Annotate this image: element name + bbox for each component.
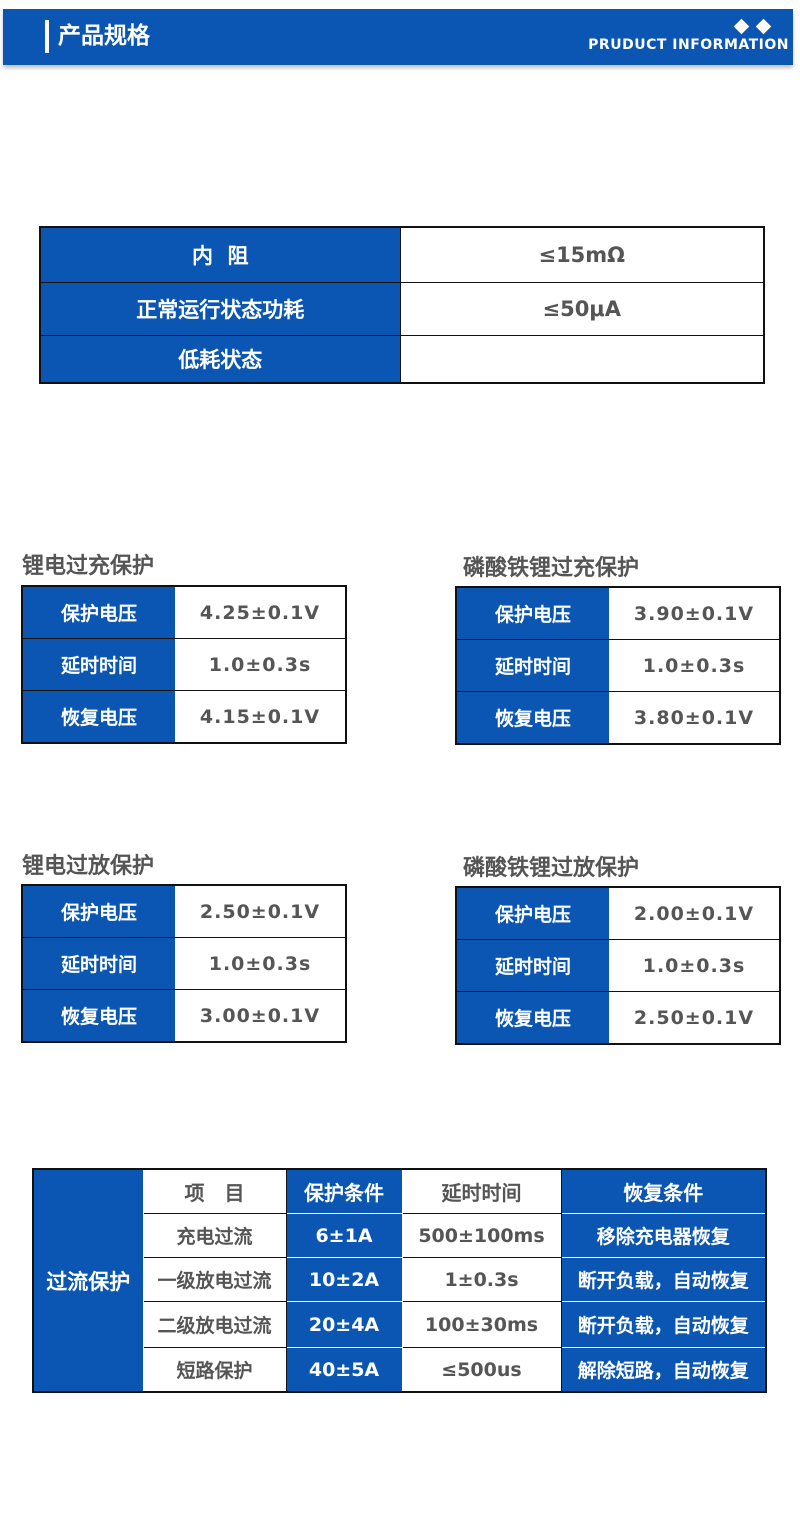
column-header: 延时时间 <box>401 1168 562 1214</box>
param-label: 恢复电压 <box>456 991 609 1044</box>
spec-label: 正常运行状态功耗 <box>40 282 400 336</box>
item-cell: 充电过流 <box>142 1213 287 1258</box>
param-label: 恢复电压 <box>22 690 175 743</box>
section-title: 锂电过充保护 <box>22 554 155 579</box>
recovery-cell: 解除短路，自动恢复 <box>560 1347 767 1393</box>
delay-cell: 100±30ms <box>401 1301 562 1348</box>
spec-value: ≤15mΩ <box>399 227 764 283</box>
column-header: 恢复条件 <box>560 1168 767 1214</box>
item-cell: 短路保护 <box>142 1347 287 1393</box>
delay-cell: 1±0.3s <box>401 1257 562 1302</box>
param-value: 4.25±0.1V <box>175 586 346 639</box>
table-row: 一级放电过流 10±2A 1±0.3s 断开负载，自动恢复 <box>33 1257 767 1302</box>
spec-table: 内 阻 ≤15mΩ 正常运行状态功耗 ≤50μA 低耗状态 <box>39 226 765 384</box>
param-label: 恢复电压 <box>456 691 609 744</box>
param-label: 恢复电压 <box>22 989 175 1042</box>
table-row: 内 阻 ≤15mΩ <box>40 227 764 283</box>
param-label: 保护电压 <box>456 887 609 940</box>
section-header: 产品规格 PRUDUCT INFORMATION <box>3 9 793 65</box>
param-value: 1.0±0.3s <box>609 639 780 692</box>
overcurrent-table: 过流保护 项 目 保护条件 延时时间 恢复条件 充电过流 6±1A 500±10… <box>32 1168 767 1393</box>
item-cell: 二级放电过流 <box>142 1301 287 1348</box>
param-value: 4.15±0.1V <box>175 690 346 743</box>
overcurrent-title: 过流保护 <box>32 1168 144 1393</box>
spec-value: ≤50μA <box>399 282 764 336</box>
param-value: 1.0±0.3s <box>175 937 346 990</box>
param-label: 延时时间 <box>456 639 609 692</box>
condition-cell: 40±5A <box>285 1347 403 1393</box>
param-label: 延时时间 <box>22 937 175 990</box>
table-row: 低耗状态 <box>40 335 764 383</box>
param-value: 3.80±0.1V <box>609 691 780 744</box>
table-row: 充电过流 6±1A 500±100ms 移除充电器恢复 <box>33 1213 767 1258</box>
condition-cell: 6±1A <box>285 1213 403 1258</box>
param-label: 保护电压 <box>22 586 175 639</box>
param-value: 1.0±0.3s <box>175 638 346 691</box>
spec-value <box>399 335 764 383</box>
param-label: 延时时间 <box>22 638 175 691</box>
param-value: 1.0±0.3s <box>609 939 780 992</box>
section-title: 磷酸铁锂过充保护 <box>463 556 640 581</box>
recovery-cell: 移除充电器恢复 <box>560 1213 767 1258</box>
column-header: 保护条件 <box>285 1168 403 1214</box>
column-header: 项 目 <box>142 1168 287 1214</box>
delay-cell: 500±100ms <box>401 1213 562 1258</box>
condition-cell: 10±2A <box>285 1257 403 1302</box>
param-label: 保护电压 <box>456 587 609 640</box>
diamond-icon <box>733 18 750 35</box>
param-value: 2.50±0.1V <box>609 991 780 1044</box>
param-value: 2.50±0.1V <box>175 885 346 938</box>
param-value: 3.90±0.1V <box>609 587 780 640</box>
param-value: 2.00±0.1V <box>609 887 780 940</box>
table-row: 正常运行状态功耗 ≤50μA <box>40 282 764 336</box>
page-subtitle: PRUDUCT INFORMATION <box>588 37 789 53</box>
item-cell: 一级放电过流 <box>142 1257 287 1302</box>
recovery-cell: 断开负载，自动恢复 <box>560 1301 767 1348</box>
header-accent-bar <box>45 20 49 53</box>
table-row: 二级放电过流 20±4A 100±30ms 断开负载，自动恢复 <box>33 1301 767 1348</box>
spec-label: 内 阻 <box>40 227 400 283</box>
param-value: 3.00±0.1V <box>175 989 346 1042</box>
spec-label: 低耗状态 <box>40 335 400 383</box>
table-row: 短路保护 40±5A ≤500us 解除短路，自动恢复 <box>33 1347 767 1393</box>
condition-cell: 20±4A <box>285 1301 403 1348</box>
section-title: 磷酸铁锂过放保护 <box>463 856 640 881</box>
page-title: 产品规格 <box>58 23 150 49</box>
table-header-row: 过流保护 项 目 保护条件 延时时间 恢复条件 <box>32 1168 767 1393</box>
delay-cell: ≤500us <box>401 1347 562 1393</box>
param-label: 保护电压 <box>22 885 175 938</box>
section-title: 锂电过放保护 <box>22 854 155 879</box>
param-label: 延时时间 <box>456 939 609 992</box>
recovery-cell: 断开负载，自动恢复 <box>560 1257 767 1302</box>
diamond-icon <box>755 18 772 35</box>
